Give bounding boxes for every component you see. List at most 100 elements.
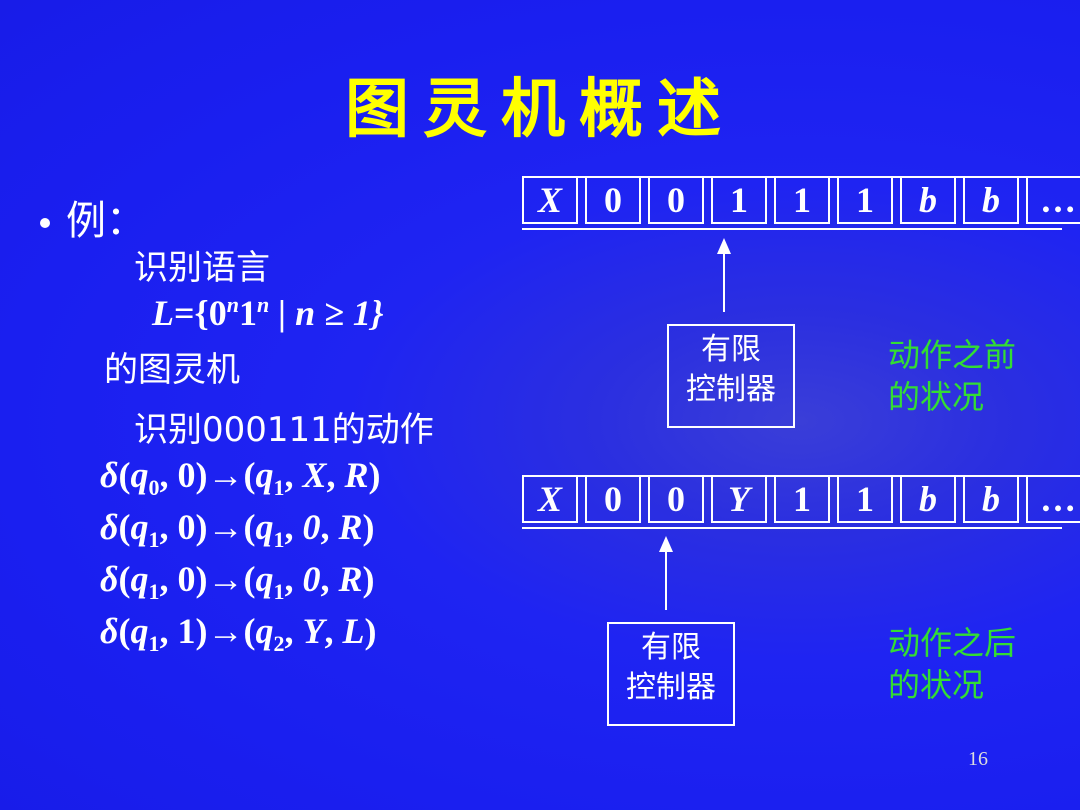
tape-after-cell: X [522,475,578,523]
state-after-line1: 动作之后 [888,624,1017,662]
state-before-line1: 动作之前 [888,336,1017,374]
tape-after-cell: b [900,475,956,523]
recognize-language-text: 识别语言 [134,248,270,288]
transition-rhs-q: q [255,455,274,495]
head-arrow-before-icon [717,238,731,254]
control-after-line2: 控制器 [626,670,716,705]
tape-after-cell: 0 [585,475,641,523]
tape-after-cell: 1 [774,475,830,523]
transition-delta: δ [100,455,119,495]
tape-after-bottom-edge [522,527,1062,529]
transition-lhs-sym: 1 [177,611,196,651]
transition-punct: )→( [195,559,256,599]
tape-before-cell: 1 [837,176,893,224]
bullet-example: 例： [40,188,146,246]
state-after-label: 动作之后 的状况 [888,622,1016,706]
transition-punct: ) [364,611,377,651]
lang-n1: n [226,292,239,317]
transition-punct: , [326,455,345,495]
transition-rhs-sub: 2 [273,631,285,657]
transition-dir: L [342,611,365,651]
transition-rhs-q: q [255,507,274,547]
transition-rhs-sym: X [302,455,327,495]
transition-rhs-sub: 1 [273,579,285,605]
head-arrow-after-icon [659,536,673,552]
tape-before-cell: 0 [585,176,641,224]
transition-rhs-sym: Y [302,611,325,651]
transition-dir: R [344,455,369,495]
slide-title: 图灵机概述 [345,73,735,147]
transition-punct: , [159,559,178,599]
transition-punct: , [159,455,178,495]
state-after-line2: 的状况 [888,666,985,704]
transition-punct: )→( [195,611,256,651]
transition-punct: , [159,611,178,651]
lang-n2: n [256,292,270,317]
transition-lhs-q: q [130,559,149,599]
tape-after-cell: 0 [648,475,704,523]
control-after-line1: 有限 [641,630,701,665]
language-definition: L={0n1n | n ≥ 1} [152,292,383,334]
finite-control-after: 有限 控制器 [607,622,735,726]
bullet-dot [40,218,50,228]
transition-punct: , [159,507,178,547]
turing-machine-text: 的图灵机 [104,350,240,390]
state-before-label: 动作之前 的状况 [888,334,1016,418]
bullet-label: 例： [66,198,146,244]
transition-lhs-q: q [130,611,149,651]
transition-punct: ( [118,559,131,599]
page-number: 16 [968,748,988,770]
transition-lhs-sub: 1 [148,579,160,605]
transition-punct: , [320,507,339,547]
transition-rule: δ(q1, 1)→(q2, Y, L) [100,610,376,657]
transition-rhs-sym: 0 [302,507,321,547]
transition-rhs-sym: 0 [302,559,321,599]
transition-punct: , [320,559,339,599]
transition-lhs-q: q [130,507,149,547]
control-before-line1: 有限 [701,332,761,367]
tape-before-cell: b [963,176,1019,224]
transition-punct: , [284,611,303,651]
finite-control-before: 有限 控制器 [667,324,795,428]
transition-dir: R [338,507,363,547]
transition-punct: , [284,559,303,599]
transition-lhs-q: q [130,455,149,495]
transition-rhs-sub: 1 [273,527,285,553]
transition-lhs-sub: 0 [148,475,160,501]
transition-delta: δ [100,559,119,599]
tape-before-cell: X [522,176,578,224]
head-arrow-before-shaft [723,252,725,312]
transition-punct: ) [362,559,375,599]
lang-rest: | n ≥ 1} [269,293,384,333]
tape-after-cell: … [1026,475,1080,523]
transition-punct: ) [368,455,381,495]
tape-after-cell: 1 [837,475,893,523]
transition-delta: δ [100,611,119,651]
tape-before-bottom-edge [522,228,1062,230]
transition-punct: ( [118,507,131,547]
transition-punct: , [324,611,343,651]
transition-rule: δ(q1, 0)→(q1, 0, R) [100,558,374,605]
recognize-action-text: 识别000111的动作 [134,410,434,450]
tape-before-cell: 1 [711,176,767,224]
transition-punct: )→( [195,455,256,495]
lang-eq: ={0 [174,293,227,333]
tape-before-cell: 0 [648,176,704,224]
transition-lhs-sym: 0 [177,559,196,599]
transition-rhs-q: q [255,611,274,651]
transition-punct: , [284,507,303,547]
head-arrow-after-shaft [665,550,667,610]
transition-rhs-sub: 1 [273,475,285,501]
transition-punct: , [284,455,303,495]
tape-after-cell: Y [711,475,767,523]
control-before-line2: 控制器 [686,372,776,407]
transition-rhs-q: q [255,559,274,599]
transition-dir: R [338,559,363,599]
transition-punct: ) [362,507,375,547]
tape-after-cell: b [963,475,1019,523]
state-before-line2: 的状况 [888,378,985,416]
tape-before-cell: b [900,176,956,224]
transition-punct: ( [118,611,131,651]
